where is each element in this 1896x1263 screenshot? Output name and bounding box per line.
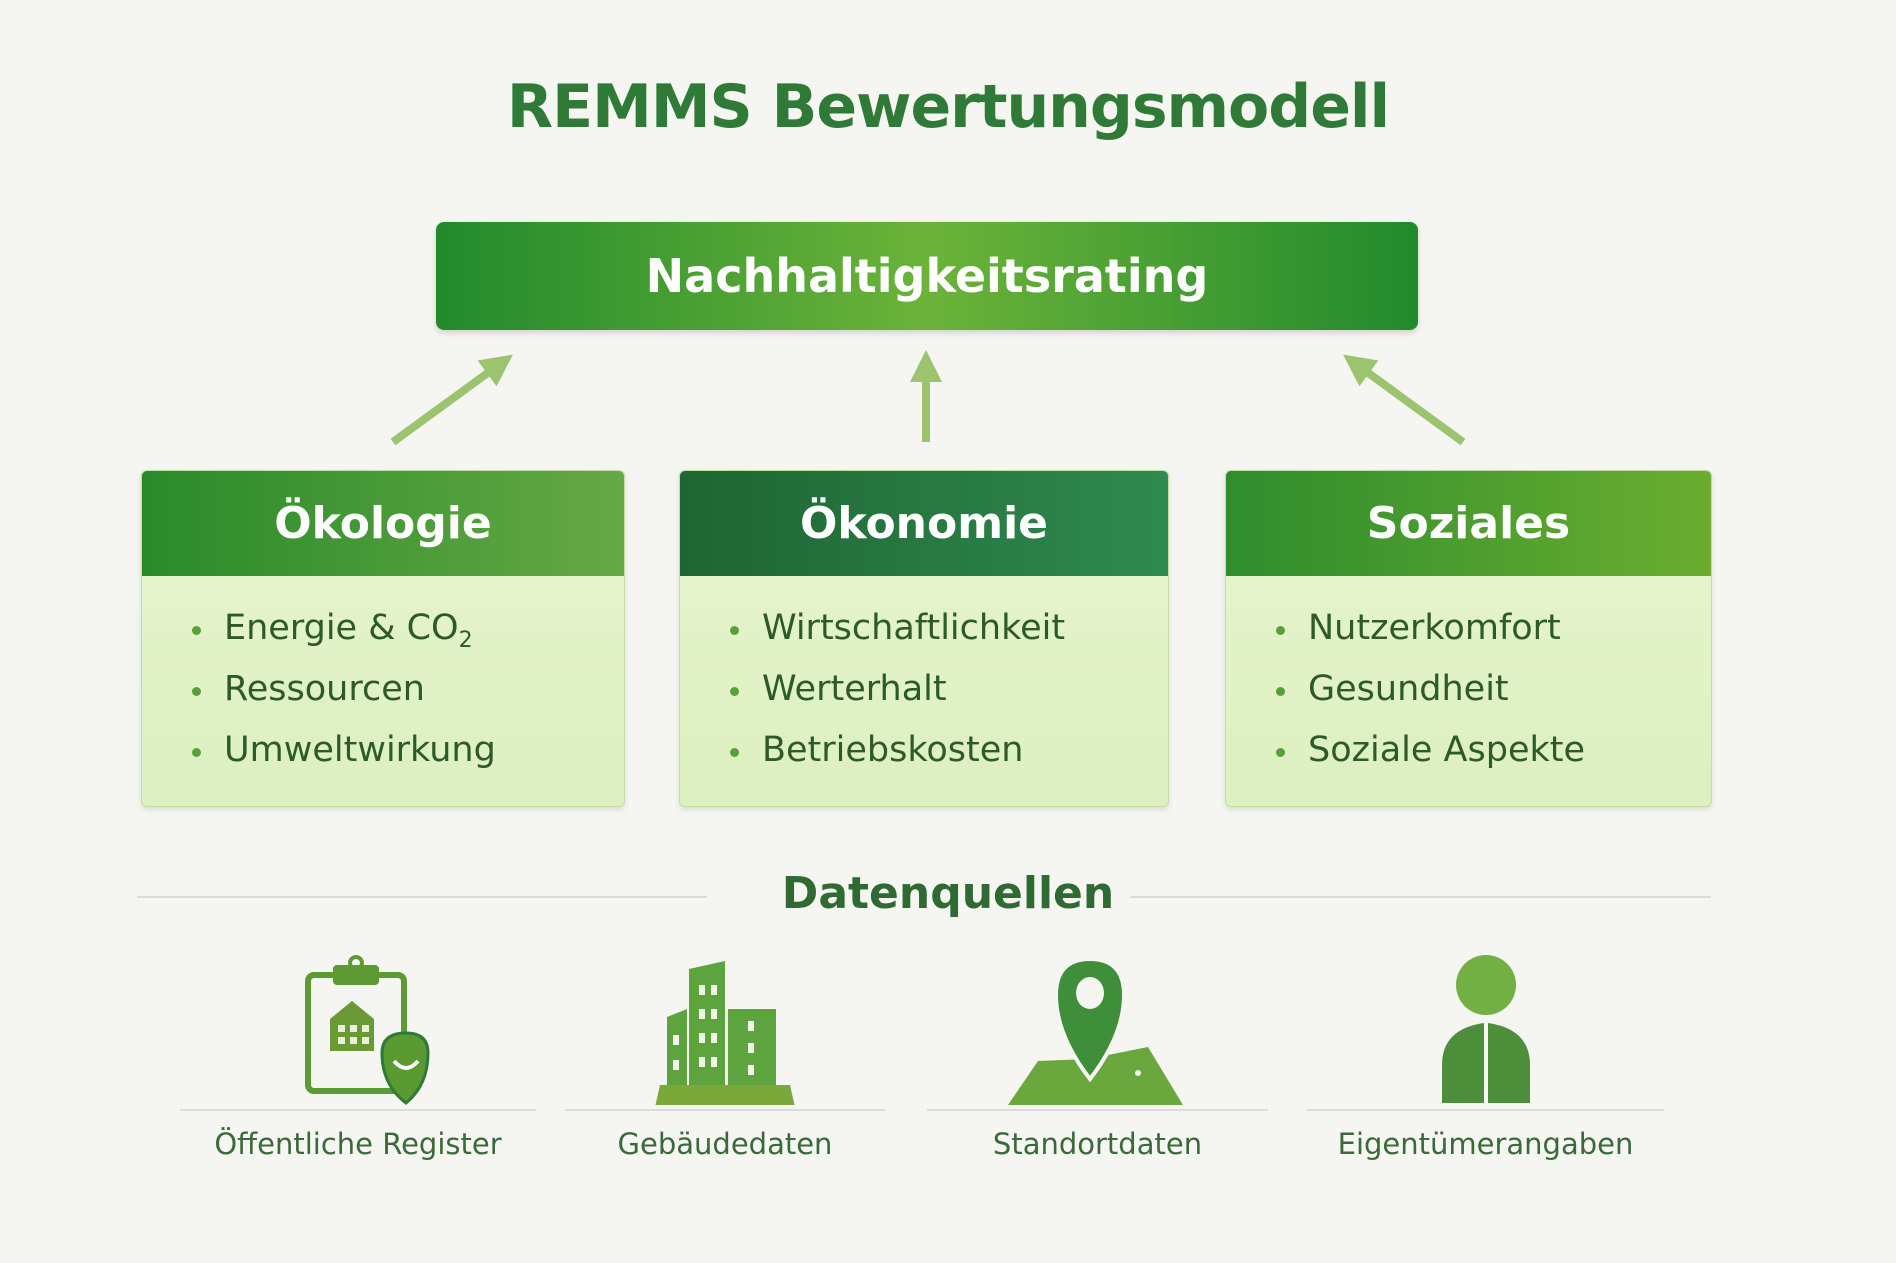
list-item: Soziale Aspekte	[1274, 720, 1711, 781]
arrows	[390, 350, 1466, 446]
source-label: Eigentümerangaben	[1337, 1127, 1634, 1161]
rating-node: Nachhaltigkeitsrating	[436, 222, 1418, 330]
source-public-registers: Öffentliche Register	[180, 955, 536, 1161]
pillar-title: Ökologie	[142, 471, 624, 576]
divider	[927, 1109, 1268, 1111]
pillar-card-oekologie: Ökologie Energie & CO2 Ressourcen Umwelt…	[141, 470, 625, 807]
divider	[1307, 1109, 1664, 1111]
pillar-title: Ökonomie	[680, 471, 1168, 576]
source-label: Öffentliche Register	[214, 1127, 502, 1161]
map-pin-icon	[1007, 956, 1183, 1105]
list-item: Nutzerkomfort	[1274, 598, 1711, 659]
divider	[565, 1109, 885, 1111]
list-item: Umweltwirkung	[190, 720, 624, 781]
sources-heading: Datenquellen	[781, 868, 1115, 919]
clipboard-shield-icon	[305, 955, 430, 1105]
arrow-right-icon	[1343, 354, 1466, 446]
page-title: REMMS Bewertungsmodell	[506, 72, 1390, 142]
list-item: Wirtschaftlichkeit	[728, 598, 1168, 659]
list-item: Werterhalt	[728, 659, 1168, 720]
source-label: Standortdaten	[992, 1127, 1203, 1161]
list-item: Gesundheit	[1274, 659, 1711, 720]
person-icon	[1441, 955, 1530, 1103]
buildings-icon	[655, 961, 795, 1105]
divider	[137, 896, 707, 898]
divider	[1130, 896, 1711, 898]
source-location-data: Standortdaten	[927, 955, 1268, 1161]
pillar-card-oekonomie: Ökonomie Wirtschaftlichkeit Werterhalt B…	[679, 470, 1169, 807]
source-label: Gebäudedaten	[617, 1127, 833, 1161]
list-item: Energie & CO2	[190, 598, 624, 659]
source-owner-info: Eigentümerangaben	[1307, 955, 1664, 1161]
source-building-data: Gebäudedaten	[565, 955, 885, 1161]
list-item: Ressourcen	[190, 659, 624, 720]
list-item: Betriebskosten	[728, 720, 1168, 781]
pillar-title: Soziales	[1226, 471, 1711, 576]
divider	[180, 1109, 536, 1111]
arrow-left-icon	[390, 354, 513, 446]
pillar-card-soziales: Soziales Nutzerkomfort Gesundheit Sozial…	[1225, 470, 1712, 807]
